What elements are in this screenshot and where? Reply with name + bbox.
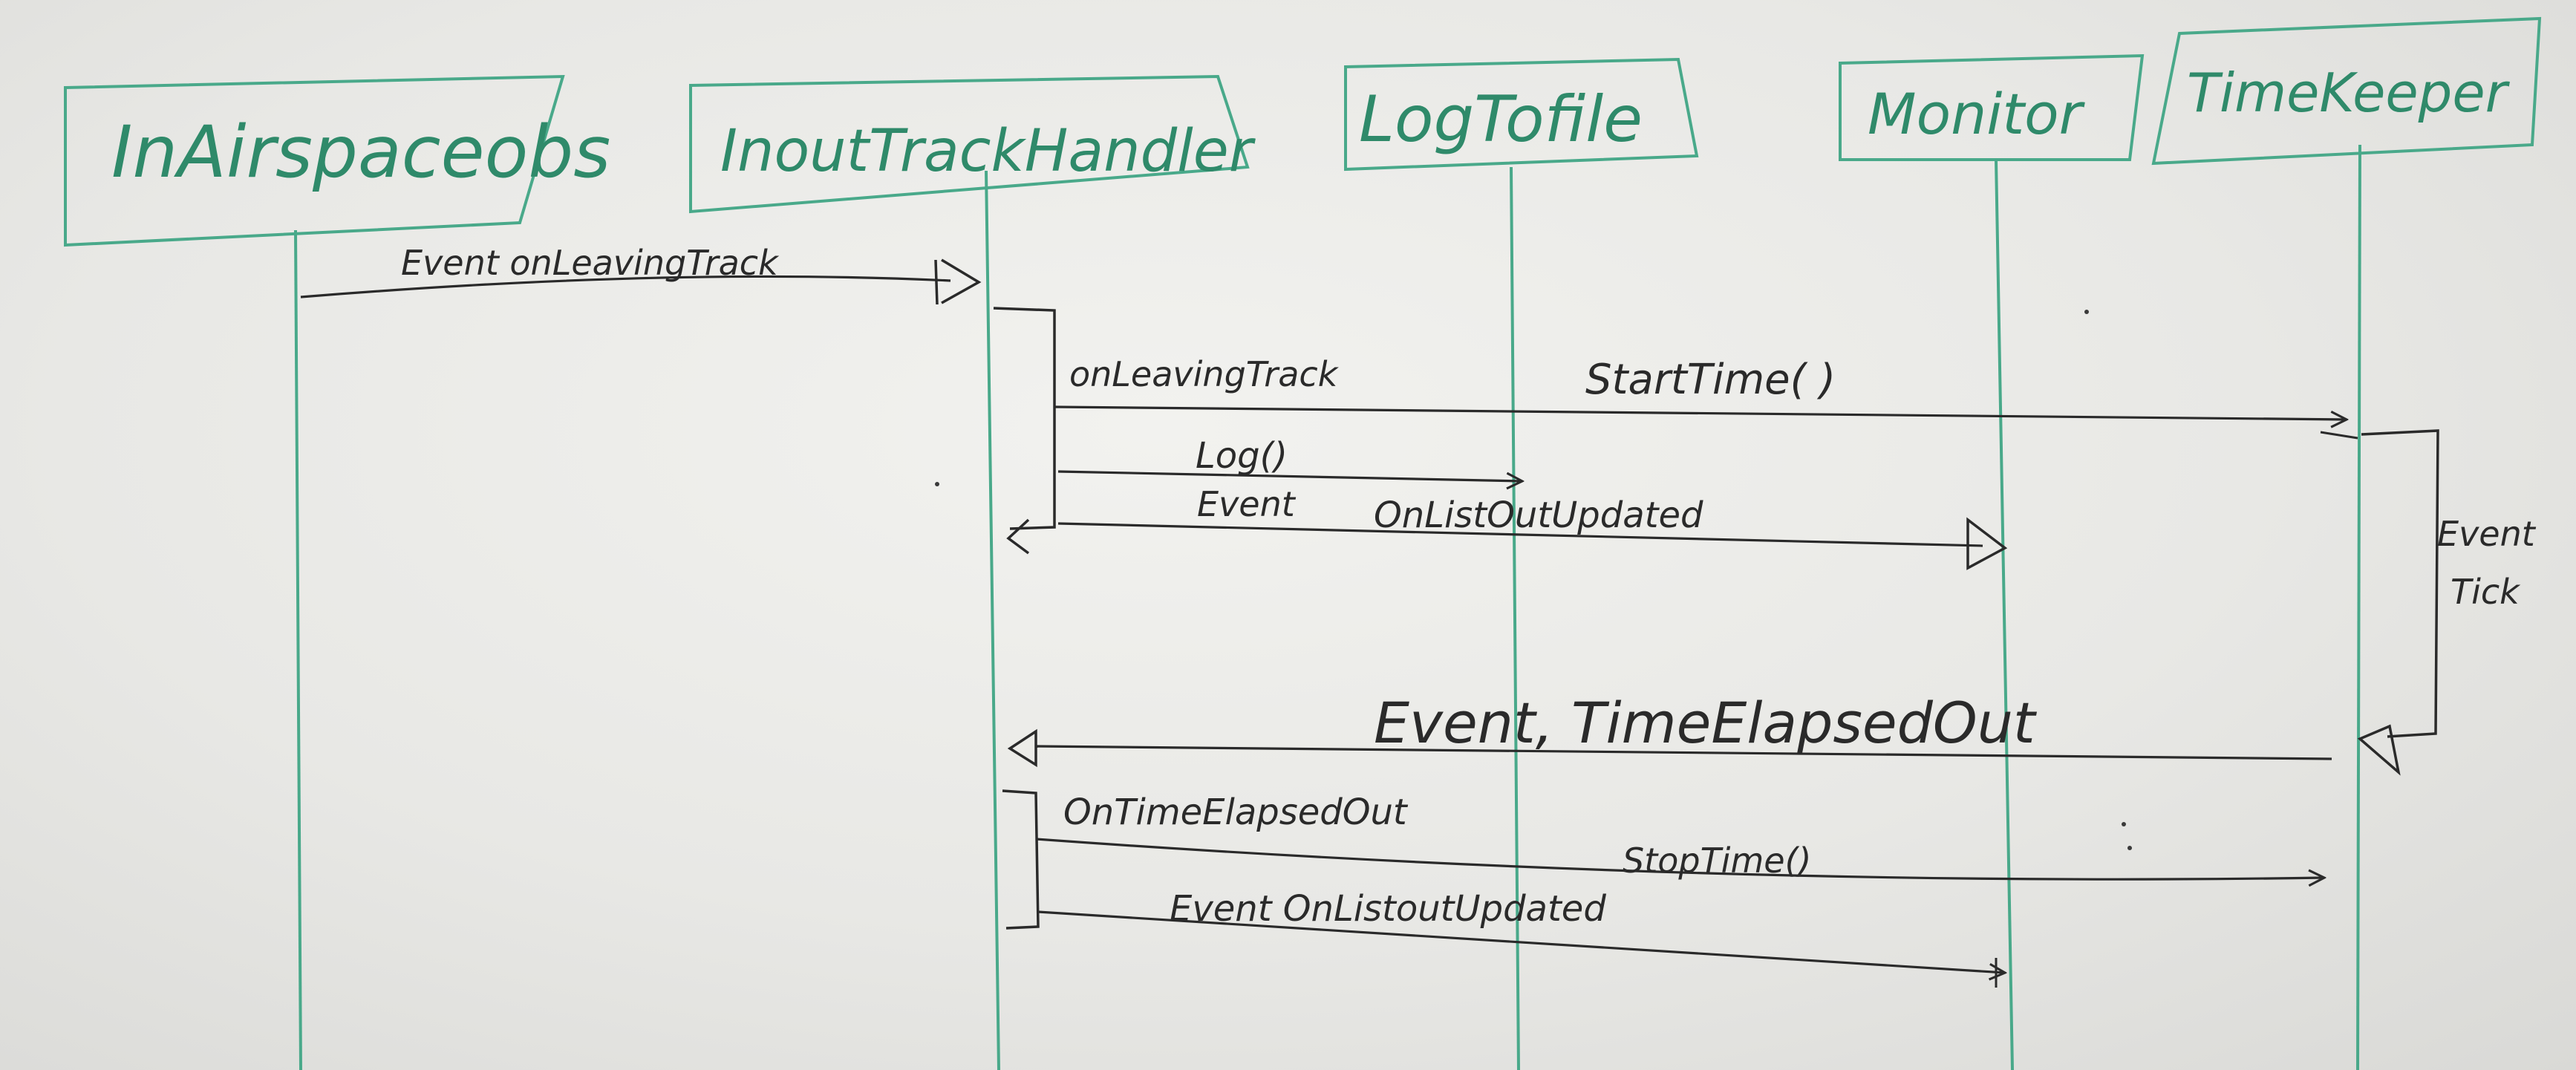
lifeline-inout-handler: [985, 170, 1000, 1070]
event-tick-line-1: Event: [2437, 514, 2537, 554]
lifelines: [294, 144, 2361, 1070]
message-label-m7: OnTimeElapsedOut: [1063, 792, 1409, 833]
activation-handler-2: [1002, 789, 1040, 930]
message-arrow-m4: [1057, 522, 1983, 547]
lifeline-timekeeper: [2356, 144, 2361, 1070]
message-label-m8: StopTime(): [1623, 841, 1811, 881]
message-label-m6: Event, TimeElapsedOut: [1374, 690, 2038, 756]
participant-label: InAirspaceobs: [111, 111, 610, 194]
board-specks: [935, 310, 2132, 850]
arrowhead-m5: [2357, 724, 2401, 776]
message-arrow-m6: [1035, 745, 2332, 760]
participant-label: Monitor: [1868, 81, 2086, 147]
message-label-m2: onLeavingTrack: [1069, 354, 1340, 394]
activation-timekeeper: [2361, 429, 2439, 738]
message-label-m4: Event: [1197, 484, 1297, 524]
participant-monitor: Monitor: [1839, 53, 2145, 161]
message-label-m4b: OnListOutUpdated: [1374, 495, 1703, 536]
activations: [993, 307, 2439, 930]
participant-inout-handler: InoutTrackHandler: [689, 74, 1256, 214]
participant-timekeeper: TimeKeeper: [2151, 16, 2542, 166]
message-label-m1: Event onLeavingTrack: [401, 243, 780, 283]
message-arrow-m1: [300, 275, 951, 299]
message-arrow-m9: [1037, 910, 2005, 973]
event-tick-line-2: Tick: [2451, 572, 2521, 612]
participant-label: TimeKeeper: [2187, 62, 2511, 124]
lifeline-in-airspace: [294, 229, 302, 1070]
message-label-m2b: StartTime( ): [1585, 356, 1836, 404]
activation-handler-1-return: [1006, 518, 1030, 555]
lifeline-monitor: [1995, 159, 2014, 1070]
message-label-m3: Log(): [1196, 435, 1288, 477]
messages: [300, 258, 2401, 988]
message-arrow-m8: [1035, 838, 2324, 879]
arrowhead-m4: [1966, 517, 2008, 570]
activation-handler-1: [993, 307, 1056, 530]
participant-label: InoutTrackHandler: [720, 118, 1256, 185]
message-label-m9: Event OnListoutUpdated: [1170, 888, 1606, 930]
participant-label: LogTofile: [1359, 82, 1643, 157]
message-arrow-m3: [1057, 470, 1522, 481]
arrowhead-m6: [1007, 728, 1037, 768]
message-arrow-m2: [1054, 405, 2347, 420]
arrowhead-m1: [941, 258, 982, 304]
participant-log-to-file: LogTofile: [1344, 57, 1699, 172]
lifeline-log-to-file: [1510, 166, 1520, 1070]
message-label-m5: Event Tick: [2437, 514, 2546, 612]
message-labels: Event onLeavingTrack onLeavingTrack Star…: [401, 243, 2546, 930]
participant-in-airspace: InAirspaceobs: [64, 74, 610, 247]
